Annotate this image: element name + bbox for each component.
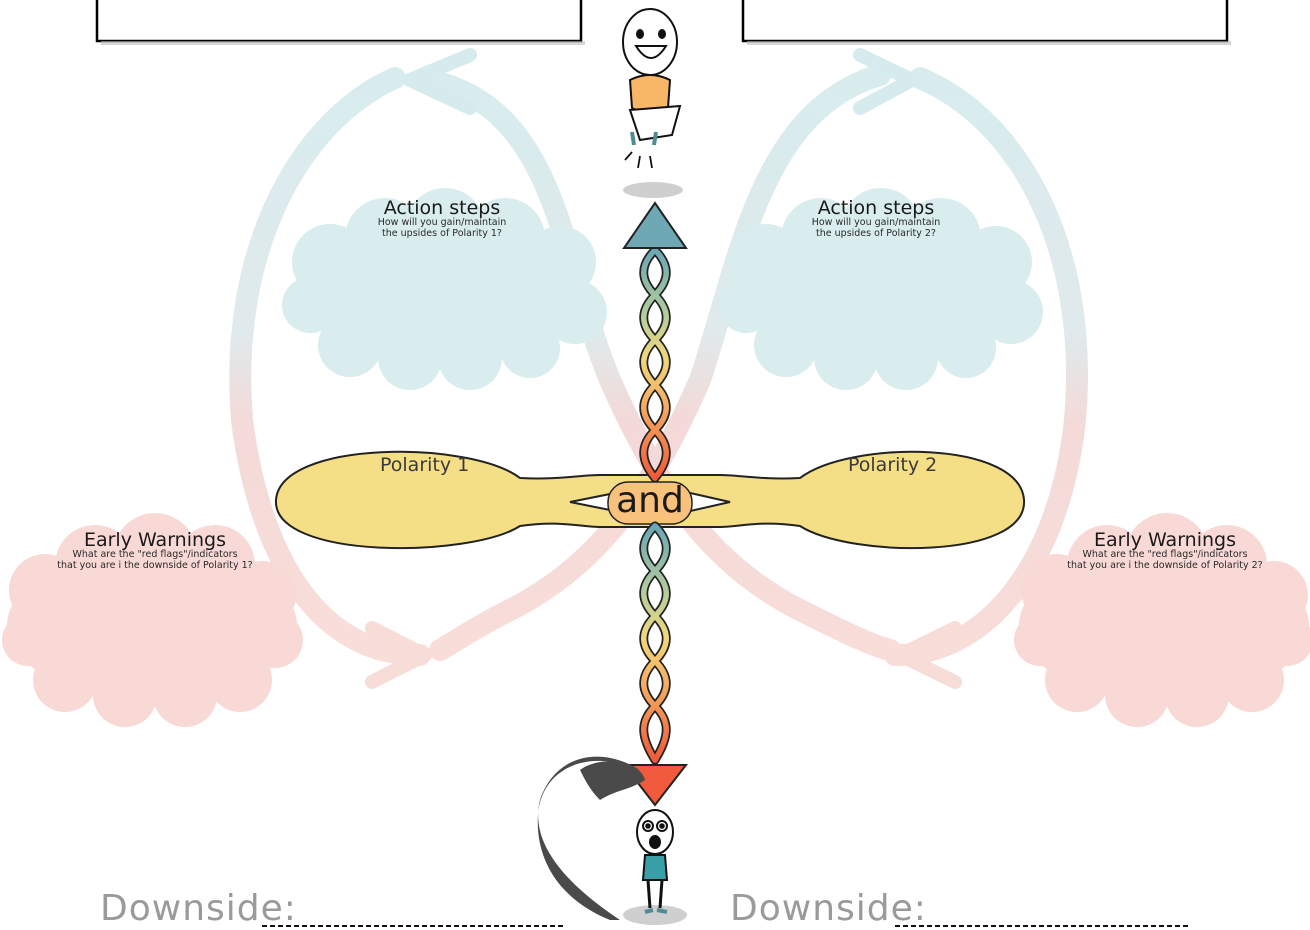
upside-box-right[interactable]	[741, 0, 1229, 43]
early-warnings-left-sub-1: What are the "red flags"/indicators	[72, 549, 238, 560]
loop-arrowhead-bottom-left	[365, 621, 432, 689]
and-badge	[607, 481, 693, 525]
action-steps-left: Action steps How will you gain/maintain …	[342, 198, 542, 239]
action-steps-left-sub-2: the upsides of Polarity 1?	[382, 227, 502, 239]
action-steps-right-sub-1: How will you gain/maintain	[811, 217, 941, 228]
early-warnings-right-sub-2: that you are i the downside of Polarity …	[1067, 559, 1263, 571]
action-steps-right: Action steps How will you gain/maintain …	[776, 198, 976, 239]
early-warnings-right-sub-1: What are the "red flags"/indicators	[1082, 549, 1248, 560]
warning-cloud-left[interactable]	[2, 513, 303, 727]
upside-box-left[interactable]	[95, 0, 583, 43]
early-warnings-right: Early Warnings What are the "red flags"/…	[1030, 530, 1300, 571]
helix-arrowhead-up	[622, 201, 688, 249]
early-warnings-left-title: Early Warnings	[83, 529, 227, 551]
action-cloud-right[interactable]	[718, 188, 1043, 390]
action-steps-right-title: Action steps	[817, 197, 935, 219]
early-warnings-right-title: Early Warnings	[1093, 529, 1237, 551]
action-cloud-left[interactable]	[282, 188, 607, 390]
loop-arrowhead-top-right	[853, 48, 919, 115]
early-warnings-left: Early Warnings What are the "red flags"/…	[20, 530, 290, 571]
early-warnings-left-sub-2: that you are i the downside of Polarity …	[57, 559, 253, 571]
infinity-loop-arrows	[229, 64, 1089, 666]
happy-figure-icon	[622, 8, 683, 198]
warning-cloud-right[interactable]	[1014, 513, 1310, 727]
downside-left-label: Downside:	[100, 888, 297, 929]
polarity-2-label: Polarity 2	[848, 454, 938, 476]
and-label: and	[616, 480, 684, 521]
scared-figure-icon	[623, 809, 687, 925]
action-steps-right-sub-2: the upsides of Polarity 2?	[816, 227, 936, 239]
action-steps-left-sub-1: How will you gain/maintain	[377, 217, 507, 228]
action-steps-left-title: Action steps	[383, 197, 501, 219]
downside-right-label: Downside:	[730, 888, 927, 929]
loop-arrowhead-top-left	[403, 48, 477, 115]
polarity-1-label: Polarity 1	[380, 454, 470, 476]
loop-arrowhead-bottom-right	[893, 621, 962, 689]
shadow-monster-icon	[537, 756, 645, 920]
